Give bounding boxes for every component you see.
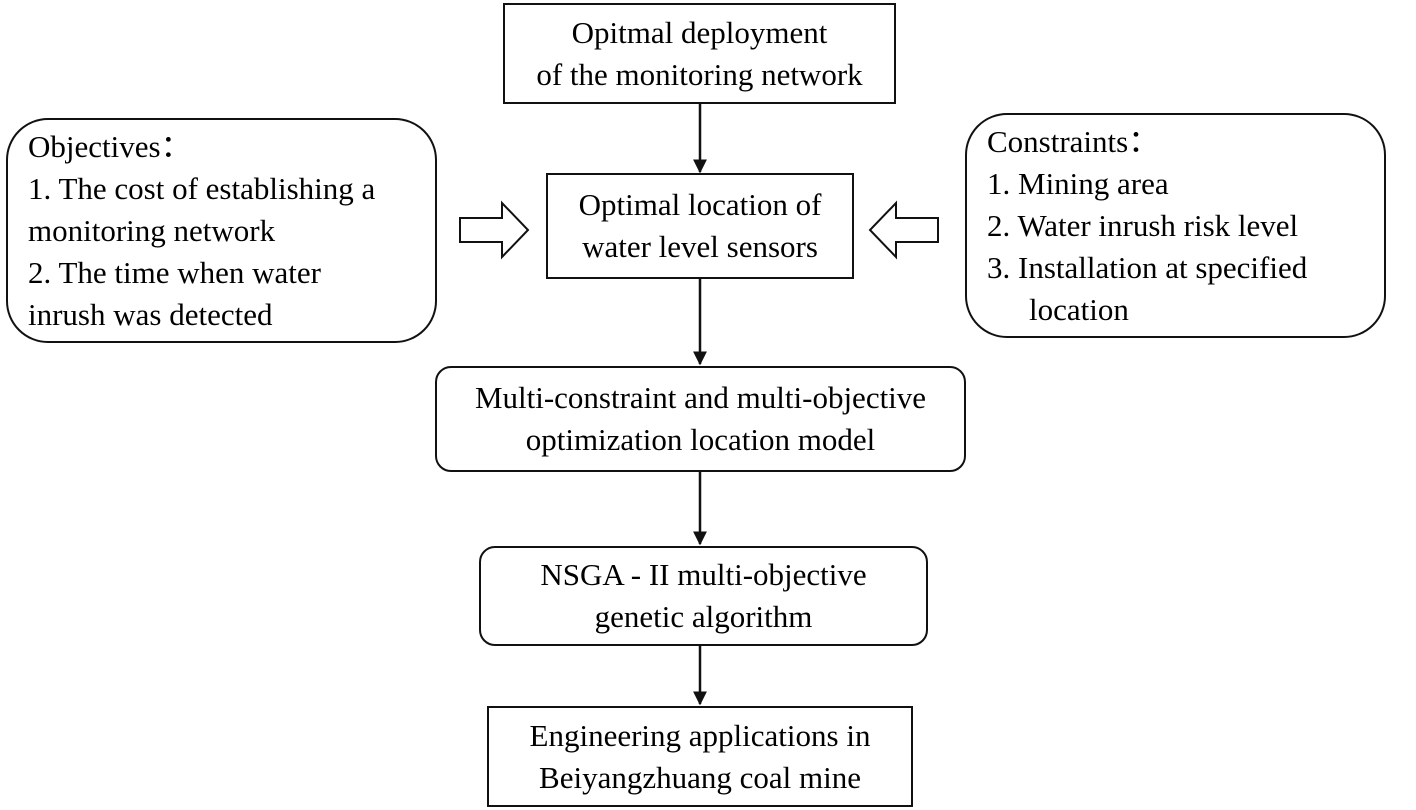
model-line-2: optimization location model bbox=[525, 422, 876, 457]
objective-item-1-cont: monitoring network bbox=[28, 213, 276, 248]
model-line-1: Multi-constraint and multi-objective bbox=[474, 380, 927, 415]
sensor-location-line-2: water level sensors bbox=[582, 229, 818, 264]
sensor-location-line-1: Optimal location of bbox=[578, 187, 822, 222]
objectives-box: Objectives： 1. The cost of establishing … bbox=[6, 118, 437, 343]
engineering-application-box: Engineering applications in Beiyangzhuan… bbox=[487, 706, 913, 807]
objectives-title: Objectives： bbox=[28, 129, 192, 164]
optimization-model-box: Multi-constraint and multi-objective opt… bbox=[435, 366, 966, 472]
block-arrow-left bbox=[868, 200, 939, 260]
constraint-item-2: 2. Water inrush risk level bbox=[987, 208, 1299, 243]
constraint-item-1: 1. Mining area bbox=[987, 166, 1169, 201]
deployment-box: Opitmal deployment of the monitoring net… bbox=[503, 3, 896, 104]
algorithm-line-1: NSGA - II multi-objective bbox=[540, 557, 867, 592]
application-line-1: Engineering applications in bbox=[529, 717, 871, 753]
objective-item-2: 2. The time when water bbox=[28, 255, 321, 290]
block-arrow-right bbox=[459, 200, 530, 260]
deployment-line-2: of the monitoring network bbox=[536, 56, 863, 92]
nsga-algorithm-box: NSGA - II multi-objective genetic algori… bbox=[479, 546, 928, 646]
objective-item-2-cont: inrush was detected bbox=[28, 297, 273, 332]
constraint-item-3-cont: location bbox=[1029, 292, 1129, 327]
constraint-item-3: 3. Installation at specified bbox=[987, 250, 1308, 285]
objective-item-1: 1. The cost of establishing a bbox=[28, 171, 376, 206]
application-line-2: Beiyangzhuang coal mine bbox=[539, 759, 861, 795]
sensor-location-box: Optimal location of water level sensors bbox=[546, 173, 854, 279]
algorithm-line-2: genetic algorithm bbox=[594, 599, 813, 634]
deployment-line-1: Opitmal deployment bbox=[571, 14, 828, 50]
constraints-box: Constraints： 1. Mining area 2. Water inr… bbox=[965, 113, 1386, 338]
constraints-title: Constraints： bbox=[987, 124, 1160, 159]
